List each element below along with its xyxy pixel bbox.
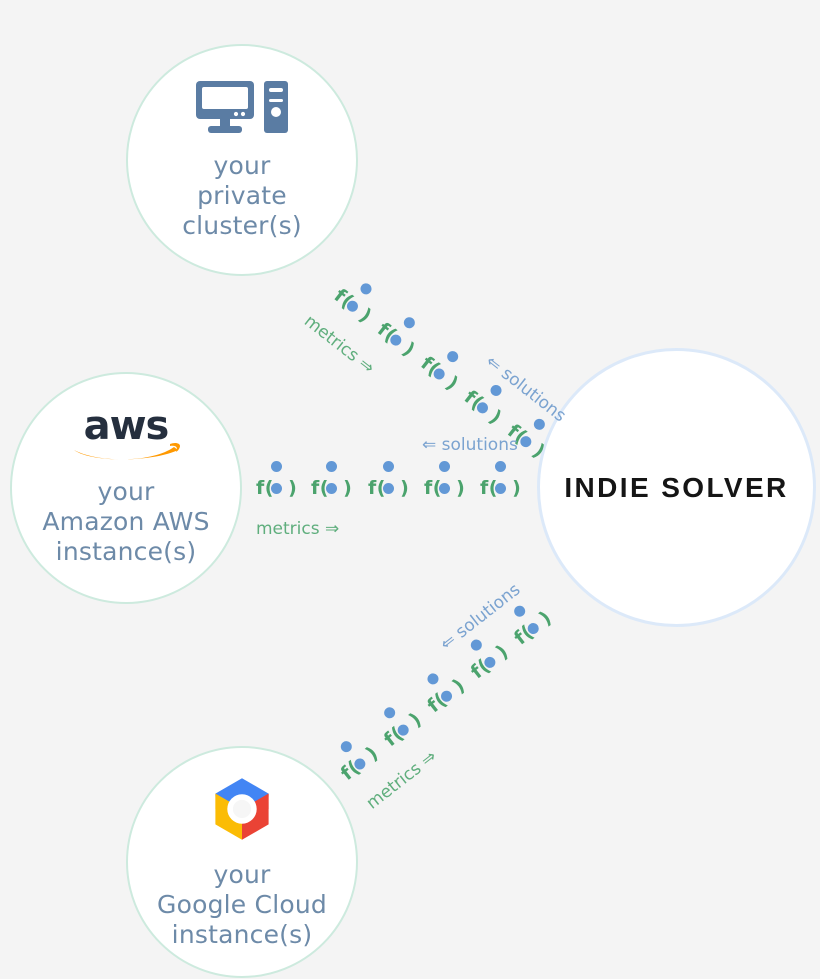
- flow-token-dot-outer: [325, 461, 337, 472]
- flow-token-dot-outer: [382, 461, 394, 472]
- node-amazon-aws[interactable]: aws your Amazon AWS instance(s): [10, 372, 242, 604]
- flow-token-dot-inner: [270, 483, 282, 494]
- flow-token-dot-outer: [270, 461, 282, 472]
- flow-token-dot-inner: [494, 483, 506, 494]
- flow-token-dot-outer: [338, 739, 354, 755]
- flow-token-dot-inner: [325, 483, 337, 494]
- aws-logo: aws: [68, 403, 184, 465]
- flow-token-dot-outer: [357, 280, 374, 297]
- flow-token: f( ): [424, 457, 470, 521]
- flow-token-dot-outer: [511, 603, 527, 620]
- node-indie-solver[interactable]: INDIE SOLVER: [537, 348, 816, 627]
- flow-token-dot-inner: [438, 483, 450, 494]
- flow-token: f( ): [311, 457, 357, 521]
- desktop-computer-icon: [194, 79, 290, 139]
- flow-token: f( ): [256, 457, 302, 521]
- flow-private-cluster-to-solver: f( ) f( ) f( ) f( ) f( ): [300, 269, 570, 463]
- flow-token-dot-outer: [531, 416, 547, 432]
- flow-token: f( ): [368, 457, 414, 521]
- flow-metrics-label: metrics ⇒: [256, 519, 340, 539]
- node-amazon-aws-label: your Amazon AWS instance(s): [42, 477, 210, 566]
- flow-token-dot-outer: [438, 461, 450, 472]
- flow-token-dot-outer: [424, 671, 441, 687]
- node-private-cluster[interactable]: your private cluster(s): [126, 44, 358, 276]
- svg-text:aws: aws: [84, 409, 169, 449]
- flow-token-dot-outer: [468, 637, 484, 654]
- indie-solver-title: INDIE SOLVER: [564, 471, 789, 503]
- flow-solutions-label: ⇐ solutions: [422, 435, 518, 455]
- flow-token-dot-outer: [381, 705, 397, 721]
- node-google-cloud[interactable]: your Google Cloud instance(s): [126, 746, 358, 978]
- node-google-cloud-label: your Google Cloud instance(s): [157, 860, 327, 949]
- flow-token-dot-outer: [487, 382, 504, 398]
- flow-token: f( ): [480, 457, 526, 521]
- flow-token-dot-outer: [401, 314, 417, 331]
- flow-token-dot-inner: [382, 483, 394, 494]
- flow-track: f( ) f( ) f( ) f( ) f( ): [300, 269, 570, 463]
- flow-token-dot-outer: [494, 461, 506, 472]
- node-private-cluster-label: your private cluster(s): [182, 151, 302, 240]
- flow-token-dot-outer: [444, 348, 461, 365]
- google-cloud-logo: [207, 774, 277, 848]
